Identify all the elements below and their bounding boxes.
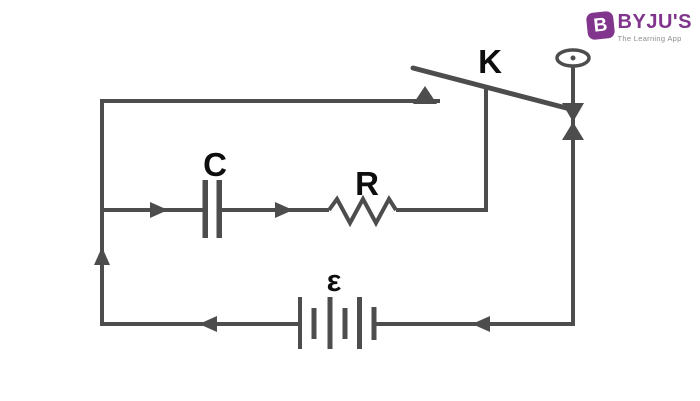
capacitor-plate-left [202, 180, 208, 238]
current-arrow-up-top [413, 86, 437, 104]
wire-middle-to-switch [396, 88, 488, 212]
current-arrows [94, 86, 490, 332]
battery-plate-short-1 [311, 308, 317, 339]
resistor-label: R [355, 165, 379, 202]
byjus-logo-letter: B [592, 13, 608, 37]
key-contact-upper-icon [562, 103, 584, 122]
switch-lever [410, 65, 577, 113]
battery-plate-short-2 [342, 308, 348, 339]
current-arrow-left-1 [199, 316, 217, 332]
battery-plate-long-2 [327, 297, 333, 349]
key-knob-icon [555, 48, 591, 68]
wire-right-loop [376, 66, 575, 326]
current-arrow-right-1 [150, 202, 168, 218]
resistor-zigzag [327, 194, 398, 228]
battery-emf-label: ε [327, 263, 342, 298]
capacitor-symbol [202, 180, 222, 238]
byjus-tagline-text: The Learning App [617, 34, 682, 43]
capacitor-plate-right [216, 180, 222, 238]
switch-key-symbol [555, 48, 591, 140]
battery-symbol [298, 297, 377, 349]
component-labels: C R ε K [203, 43, 502, 298]
battery-plate-long-3 [357, 297, 362, 349]
capacitor-label: C [203, 146, 227, 183]
key-knob-dot-icon [570, 55, 576, 61]
byjus-logo: B BYJU'S The Learning App [585, 10, 692, 43]
battery-plate-short-3 [371, 307, 377, 340]
switch-key-label: K [478, 43, 502, 80]
current-arrow-left-2 [472, 316, 490, 332]
current-arrow-right-2 [275, 202, 293, 218]
current-arrow-up-left [94, 247, 110, 265]
key-contact-lower-icon [562, 122, 584, 140]
battery-plate-long-1 [298, 297, 302, 349]
byjus-logo-icon: B [585, 10, 615, 41]
byjus-brand-text: BYJU'S [617, 11, 692, 33]
